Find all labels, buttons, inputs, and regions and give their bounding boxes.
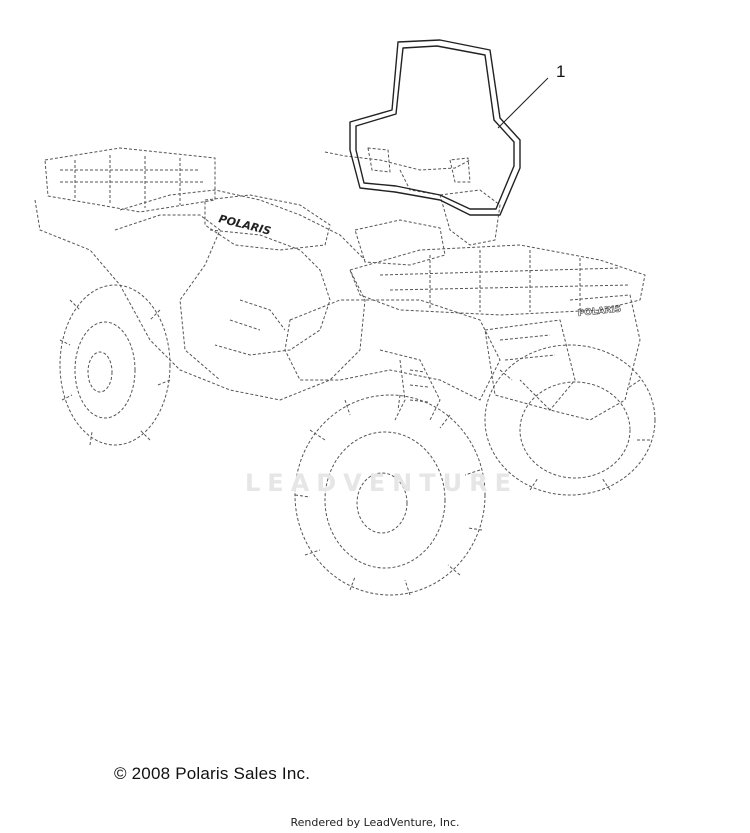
rear-wheel bbox=[59, 284, 171, 446]
seat-decal: POLARIS bbox=[217, 212, 272, 238]
atv-body bbox=[34, 189, 366, 401]
front-rack bbox=[349, 244, 646, 316]
front-decal: POLARIS bbox=[577, 304, 622, 319]
front-left-wheel bbox=[294, 394, 486, 596]
callout-number: 1 bbox=[556, 62, 566, 81]
front-fender bbox=[284, 299, 501, 401]
copyright-notice: © 2008 Polaris Sales Inc. bbox=[114, 764, 311, 783]
rear-rack bbox=[44, 147, 216, 213]
rendered-by-footer: Rendered by LeadVenture, Inc. bbox=[290, 816, 460, 829]
headlight-pod bbox=[354, 189, 501, 266]
watermark: LEADVENTURE bbox=[245, 469, 518, 497]
front-suspension bbox=[379, 349, 441, 421]
callout-leader-line bbox=[497, 77, 549, 129]
front-decal-text: POLARIS bbox=[577, 304, 622, 319]
seat-decal-text: POLARIS bbox=[217, 212, 272, 238]
front-bumper bbox=[484, 294, 641, 421]
handlebar bbox=[324, 147, 471, 196]
front-right-wheel bbox=[484, 344, 656, 496]
windshield bbox=[349, 39, 521, 216]
seat bbox=[204, 194, 331, 251]
